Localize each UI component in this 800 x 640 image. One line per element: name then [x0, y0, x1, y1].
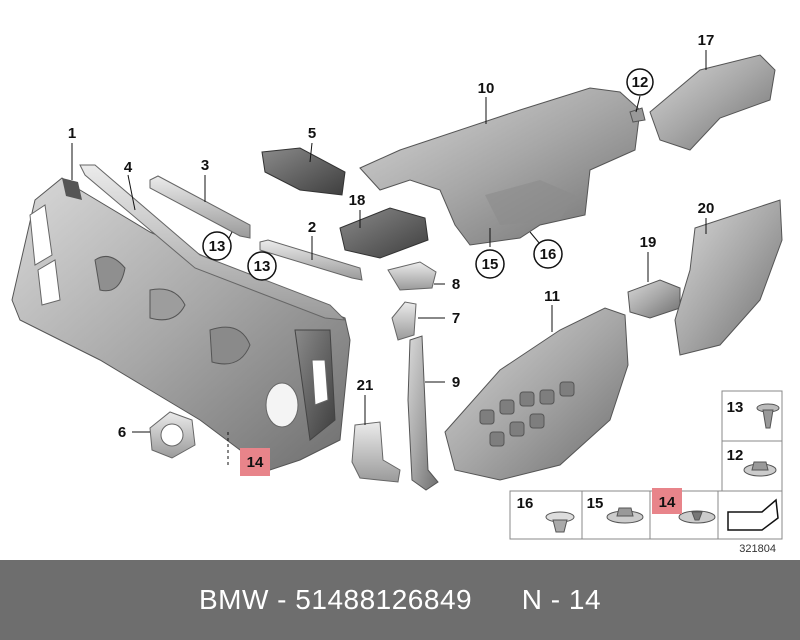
legend-label-13: 13 — [727, 399, 744, 416]
grommet-part-6 — [149, 411, 196, 459]
legend-label-15: 15 — [587, 495, 604, 512]
strip-part-2 — [259, 239, 363, 281]
circle-part-13a — [202, 231, 232, 261]
label-part-13a: 13 — [209, 238, 226, 255]
clip-14-icon — [678, 510, 716, 524]
highlight-part-14 — [240, 448, 270, 476]
label-part-17: 17 — [698, 32, 715, 49]
diagram-number: 321804 — [739, 543, 776, 555]
plug-16-icon — [545, 511, 575, 533]
label-part-13b: 13 — [254, 258, 271, 275]
insulation-part-20 — [674, 199, 783, 356]
label-part-19: 19 — [640, 234, 657, 251]
label-part-11: 11 — [544, 288, 560, 305]
label-part-3: 3 — [201, 157, 209, 174]
cover-part-5 — [261, 147, 346, 196]
bracket-part-7 — [391, 301, 417, 341]
arrow-icon — [727, 498, 779, 531]
label-part-1: 1 — [68, 125, 76, 142]
label-part-15: 15 — [482, 256, 499, 273]
circle-part-12 — [626, 68, 654, 96]
strip-part-3 — [149, 175, 251, 239]
label-part-4: 4 — [124, 159, 133, 176]
insulation-part-11 — [444, 307, 629, 481]
label-part-16: 16 — [540, 246, 557, 263]
label-part-6: 6 — [118, 424, 126, 441]
part-19 — [627, 279, 681, 319]
circle-part-16 — [533, 239, 563, 269]
footer-spacer — [472, 584, 522, 616]
legend-label-14: 14 — [659, 494, 676, 511]
label-part-10: 10 — [478, 80, 495, 97]
box-part-18 — [339, 207, 429, 259]
legend-label-16: 16 — [517, 495, 534, 512]
insulation-part-10 — [359, 87, 641, 246]
insulation-part-17 — [649, 54, 776, 151]
nut-15-icon — [606, 507, 644, 524]
label-part-9: 9 — [452, 374, 460, 391]
footer-separator: - — [268, 584, 296, 615]
strip-part-4 — [79, 164, 347, 321]
fastener-legend: 13 12 16 15 14 — [509, 390, 783, 540]
label-part-7: 7 — [452, 310, 460, 327]
label-part-5: 5 — [308, 125, 316, 142]
label-part-18: 18 — [349, 192, 366, 209]
legend-label-12: 12 — [727, 447, 744, 464]
rail-part-9 — [407, 335, 439, 491]
clip-part-8 — [387, 261, 437, 291]
circle-part-13b — [247, 251, 277, 281]
label-part-21: 21 — [357, 377, 374, 394]
parts-diagram: 1 4 3 2 5 18 8 7 9 21 6 11 10 17 19 20 1… — [11, 32, 783, 555]
label-part-12: 12 — [632, 74, 649, 91]
circle-part-15 — [475, 249, 505, 279]
clip-13-icon — [756, 403, 780, 429]
nut-12-icon — [743, 461, 777, 477]
label-part-20: 20 — [698, 200, 715, 217]
label-part-8: 8 — [452, 276, 460, 293]
bulkhead-part — [11, 177, 351, 471]
legend-highlight-14 — [652, 488, 682, 514]
position-text: N - 14 — [521, 584, 602, 615]
leader-lines — [71, 50, 707, 465]
part-number: 51488126849 — [295, 584, 473, 615]
part-info-footer: BMW - 51488126849 N - 14 — [0, 560, 800, 640]
brand-text: BMW — [198, 584, 269, 615]
label-part-14: 14 — [247, 454, 264, 471]
bracket-part-21 — [351, 421, 401, 483]
label-part-2: 2 — [308, 219, 316, 236]
clip-part-12 — [629, 107, 646, 123]
